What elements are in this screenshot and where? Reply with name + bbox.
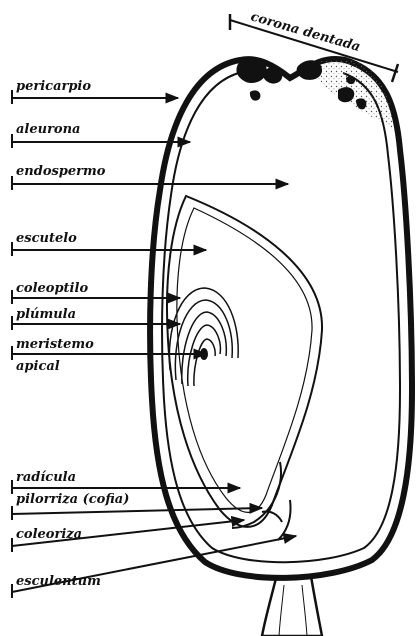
label-aleurona: aleurona [16, 122, 80, 137]
label-esculentum: esculentum [16, 574, 101, 589]
label-meristemo: meristemo [16, 337, 94, 352]
label-endospermo: endospermo [16, 164, 106, 179]
label-coleoptilo: coleoptilo [16, 281, 88, 296]
label-pilorriza: pilorriza (cofia) [16, 492, 129, 507]
label-escutelo: escutelo [16, 231, 77, 246]
label-plumula: plúmula [16, 307, 76, 322]
label-radicula: radícula [16, 470, 76, 485]
label-coleoriza: coleoriza [16, 527, 82, 542]
label-pericarpio: pericarpio [16, 79, 91, 94]
label-apical: apical [16, 359, 60, 374]
kernel-pericarp [150, 59, 412, 578]
crown-label: corona dentada [249, 9, 362, 55]
